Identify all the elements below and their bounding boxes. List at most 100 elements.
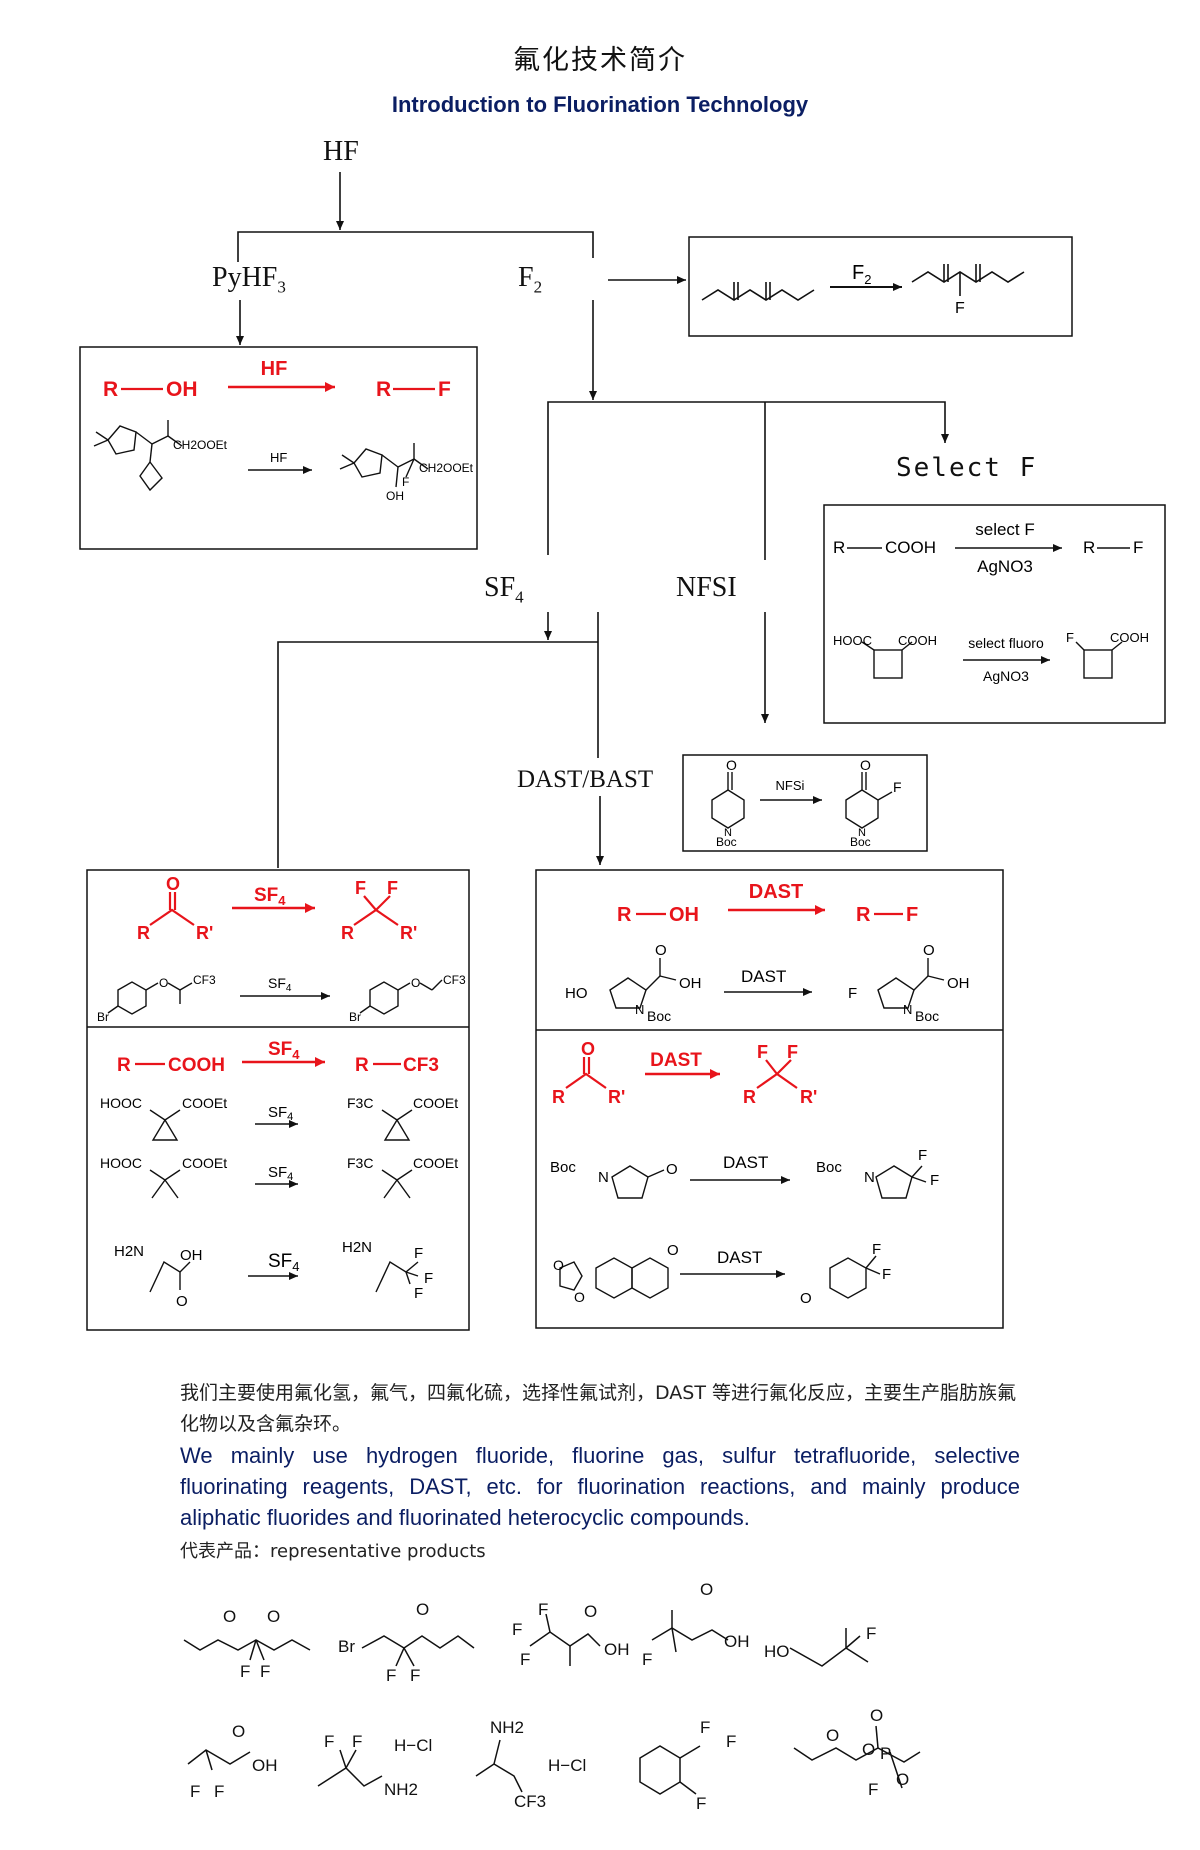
f2-product-f: F bbox=[955, 300, 965, 317]
p6-oh: OH bbox=[252, 1756, 278, 1775]
dast-k-r: R bbox=[552, 1087, 565, 1107]
nfsi-reagent: NFSi bbox=[776, 778, 805, 793]
sf4-e1-pcooet: COOEt bbox=[413, 1095, 458, 1111]
node-hf: HF bbox=[323, 136, 359, 167]
p1-f1: F bbox=[240, 1662, 251, 1681]
node-nfsi: NFSI bbox=[676, 572, 737, 603]
dast-ketone-reaction bbox=[565, 1057, 798, 1089]
nfsi-pr-boc: Boc bbox=[850, 835, 871, 849]
f2-reagent: F2 bbox=[852, 262, 871, 287]
dast-e2-o1: O bbox=[553, 1257, 564, 1273]
nfsi-reaction bbox=[711, 772, 893, 829]
sf4-ar-pcf3: CF3 bbox=[443, 973, 466, 987]
hf-r: R bbox=[103, 378, 118, 401]
sf4-ar-cf3: CF3 bbox=[193, 973, 216, 987]
nfsi-box bbox=[682, 754, 928, 852]
p10-o2: O bbox=[862, 1740, 876, 1759]
description-cn: 我们主要使用氟化氢，氟气，四氟化硫，选择性氟试剂，DAST 等进行氟化反应，主要… bbox=[180, 1382, 1017, 1435]
sf4-k-f1: F bbox=[355, 878, 366, 898]
dast-k-pr: R bbox=[743, 1087, 756, 1107]
p10-o4: O bbox=[896, 1770, 910, 1789]
p7-f1: F bbox=[324, 1732, 335, 1751]
sf4-e2-reagent: SF4 bbox=[268, 1164, 293, 1183]
dast-e1-boc: Boc bbox=[550, 1159, 576, 1176]
sf4-ar-o: O bbox=[159, 976, 168, 990]
sf4-e1-reagent: SF4 bbox=[268, 1104, 293, 1123]
p5-ho: HO bbox=[764, 1642, 790, 1661]
dast-pro-reagent: DAST bbox=[741, 967, 786, 986]
p8-nh2: NH2 bbox=[490, 1718, 525, 1737]
p9-f1: F bbox=[700, 1718, 711, 1737]
sf4-a-cf3: CF3 bbox=[403, 1055, 439, 1076]
dast-pro-oh: OH bbox=[679, 975, 702, 992]
dast-alcohol-reaction: R OH DAST R F bbox=[617, 881, 918, 926]
sf4-aryl-example bbox=[107, 979, 443, 1015]
p10-f: F bbox=[868, 1780, 879, 1799]
p2-f2: F bbox=[410, 1666, 421, 1685]
sf4-e1-hooc: HOOC bbox=[100, 1095, 142, 1111]
p4-f: F bbox=[642, 1650, 653, 1669]
dast-e1-o: O bbox=[666, 1161, 678, 1178]
nfsi-sm-boc: Boc bbox=[716, 835, 737, 849]
sf4-e2-cooet: COOEt bbox=[182, 1155, 227, 1171]
dast-box bbox=[535, 869, 1004, 1329]
p2-br: Br bbox=[338, 1637, 355, 1656]
dast-pro-ho: HO bbox=[565, 985, 588, 1002]
dast-pro-o: O bbox=[655, 942, 667, 959]
dast-pro-poh: OH bbox=[947, 975, 970, 992]
sf4-examples bbox=[149, 1109, 419, 1293]
p9-f3: F bbox=[696, 1794, 707, 1813]
dast-pr-f: F bbox=[906, 904, 918, 926]
p3-f3: F bbox=[520, 1650, 531, 1669]
p7-f2: F bbox=[352, 1732, 363, 1751]
sf2-hooc: HOOC bbox=[833, 633, 872, 648]
p6-f2: F bbox=[214, 1782, 225, 1801]
sf4-acid-reaction: R COOH SF4 R CF3 bbox=[117, 1039, 439, 1076]
hf-sm-side: CH2OOEt bbox=[173, 438, 228, 452]
dast-e1-pboc: Boc bbox=[816, 1159, 842, 1176]
hf-prod-f: F bbox=[438, 378, 451, 401]
p10-o3: O bbox=[870, 1706, 884, 1725]
sf4-ar-pbr: Br bbox=[349, 1010, 361, 1024]
sf-cond1: AgNO3 bbox=[977, 557, 1033, 576]
dast-e2-po: O bbox=[800, 1290, 812, 1307]
p6-o: O bbox=[232, 1722, 246, 1741]
hf-small-reagent: HF bbox=[270, 450, 287, 465]
representative-products bbox=[183, 1610, 921, 1795]
nfsi-sm-n: N bbox=[724, 827, 732, 839]
description-en: We mainly use hydrogen fluoride, fluorin… bbox=[180, 1443, 1020, 1530]
p7-nh2: NH2 bbox=[384, 1780, 419, 1799]
dast-examples bbox=[559, 1165, 927, 1299]
selectf-reaction-1: R COOH select F AgNO3 R F bbox=[833, 520, 1143, 576]
sf-r: R bbox=[833, 538, 845, 557]
f2-reaction bbox=[701, 264, 1025, 301]
node-f2: F2 bbox=[518, 262, 543, 297]
dast-proline-example bbox=[609, 958, 945, 1009]
p1-o2: O bbox=[267, 1607, 281, 1626]
p7-hcl: H−Cl bbox=[394, 1736, 433, 1755]
hf-box bbox=[79, 346, 478, 550]
sf2-prod-f: F bbox=[1066, 630, 1074, 645]
sf-prod-r: R bbox=[1083, 538, 1095, 557]
p6-f1: F bbox=[190, 1782, 201, 1801]
dast-k-o: O bbox=[581, 1039, 595, 1059]
sf4-e3-oh: OH bbox=[180, 1247, 203, 1264]
dast-e1-pf1: F bbox=[918, 1147, 927, 1164]
dast-k-f1: F bbox=[757, 1042, 768, 1062]
node-sf4: SF4 bbox=[484, 572, 524, 607]
sf-cooh: COOH bbox=[885, 538, 936, 557]
sf2-cooh: COOH bbox=[898, 633, 937, 648]
dast-pro-pboc: Boc bbox=[915, 1008, 939, 1024]
p3-f2: F bbox=[538, 1600, 549, 1619]
sf4-e3-h2n: H2N bbox=[114, 1243, 144, 1260]
representative-products-label: 代表产品：representative products bbox=[180, 1541, 486, 1562]
dast-k-r2: R' bbox=[608, 1087, 625, 1107]
p3-oh: OH bbox=[604, 1640, 630, 1659]
p1-f2: F bbox=[260, 1662, 271, 1681]
dast-e1-pn: N bbox=[864, 1169, 875, 1186]
sf4-k-reagent: SF4 bbox=[254, 885, 286, 908]
sf4-k-pr2: R' bbox=[400, 923, 417, 943]
dast-k-f2: F bbox=[787, 1042, 798, 1062]
p8-cf3: CF3 bbox=[514, 1792, 547, 1811]
